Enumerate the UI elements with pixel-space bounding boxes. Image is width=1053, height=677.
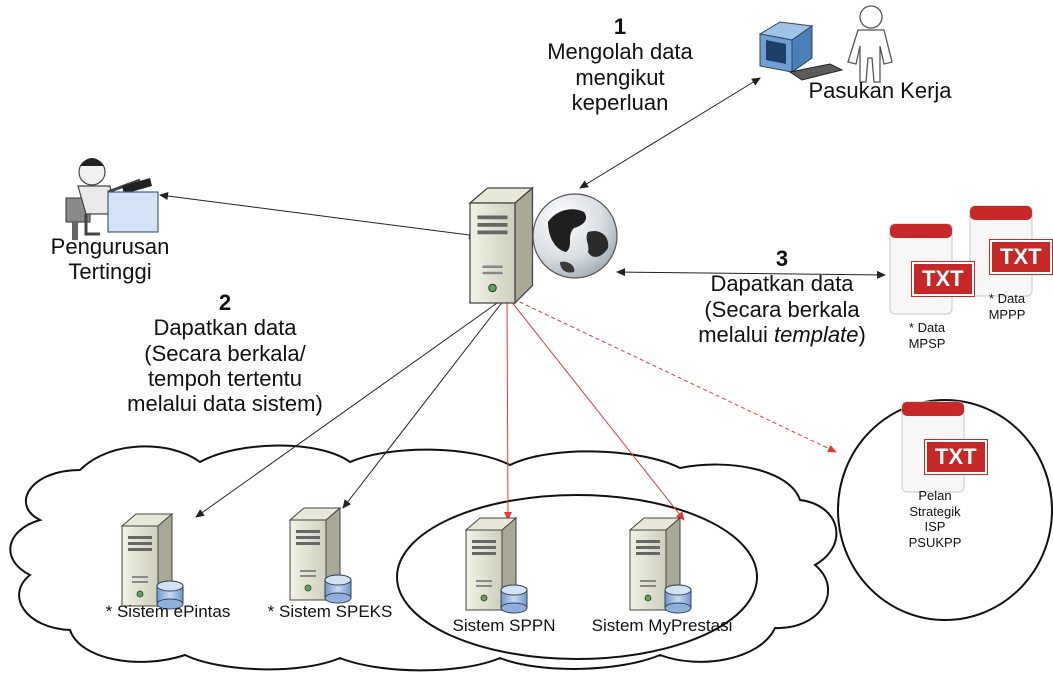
- system-myprestasi-label: Sistem MyPrestasi: [591, 616, 733, 635]
- step-2-number: 2: [218, 290, 232, 315]
- step-3-line-1: Dapatkan data: [710, 271, 854, 297]
- mpsp-line-1: * Data: [908, 320, 946, 335]
- step-3-line-3-b: ): [858, 321, 866, 347]
- pelan-line-3: ISP: [924, 519, 946, 535]
- txt-badge-mppp: TXT: [990, 240, 1052, 274]
- step-3-label: 3 Dapatkan data (Secara berkala melalui …: [672, 246, 892, 347]
- pelan-circle: [837, 399, 1053, 621]
- system-sppn-label: Sistem SPPN: [452, 616, 556, 635]
- link-myprestasi: [506, 295, 685, 521]
- step-2-line-2: (Secara berkala/: [144, 340, 306, 366]
- person-icon: [847, 5, 893, 83]
- pelan-line-4: PSUKPP: [908, 534, 962, 550]
- step-1-line-3: keperluan: [571, 89, 669, 115]
- step-2-line-4: melalui data sistem): [127, 391, 323, 417]
- mpsp-line-2: MPSP: [908, 335, 946, 351]
- step-3-line-3-a: melalui: [698, 321, 775, 347]
- mpsp-caption: * Data MPSP: [892, 320, 962, 351]
- step-1-line-1: Mengolah data: [547, 39, 693, 65]
- pengurusan-tertinggi-label: Pengurusan Tertinggi: [20, 234, 200, 285]
- step-2-label: 2 Dapatkan data (Secara berkala/ tempoh …: [85, 290, 365, 416]
- link-txt: [616, 268, 886, 279]
- system-speks-label: * Sistem SPEKS: [267, 602, 393, 621]
- link-epintas: [195, 295, 508, 518]
- central-server-icon: [469, 187, 534, 304]
- pengurusan-line-1: Pengurusan: [50, 234, 170, 259]
- step-3-line-2: (Secara berkala: [704, 296, 860, 322]
- pelan-line-1: Pelan: [918, 488, 952, 503]
- step-3-number: 3: [775, 246, 789, 271]
- link-pasukan: [579, 77, 761, 189]
- step-2-line-1: Dapatkan data: [153, 315, 297, 341]
- link-speks: [342, 295, 508, 509]
- link-pengurusan: [159, 192, 478, 239]
- system-epintas-label: * Sistem ePintas: [105, 602, 231, 621]
- link-sppn: [503, 295, 512, 521]
- office-worker-icon: [65, 158, 159, 240]
- mppp-line-2: MPPP: [988, 306, 1026, 322]
- pelan-line-2: Strategik: [909, 503, 961, 519]
- step-3-line-3: melalui template): [672, 322, 892, 347]
- pengurusan-line-2: Tertinggi: [68, 259, 152, 285]
- txt-badge-mpsp: TXT: [912, 262, 974, 296]
- globe-icon: [532, 193, 618, 279]
- step-1-line-2: mengikut: [575, 64, 665, 90]
- step-2-line-3: tempoh tertentu: [147, 365, 303, 391]
- step-1-label: 1 Mengolah data mengikut keperluan: [505, 14, 735, 115]
- step-1-number: 1: [613, 14, 627, 39]
- computer-icon: [758, 21, 844, 81]
- pasukan-kerja-label: Pasukan Kerja: [808, 78, 952, 103]
- txt-badge-pelan: TXT: [925, 440, 987, 474]
- mppp-caption: * Data MPPP: [972, 291, 1042, 322]
- pelan-caption: Pelan Strategik ISP PSUKPP: [895, 488, 975, 550]
- step-3-template: template: [774, 321, 859, 347]
- link-pelan: [506, 295, 837, 453]
- mppp-line-1: * Data: [988, 291, 1026, 306]
